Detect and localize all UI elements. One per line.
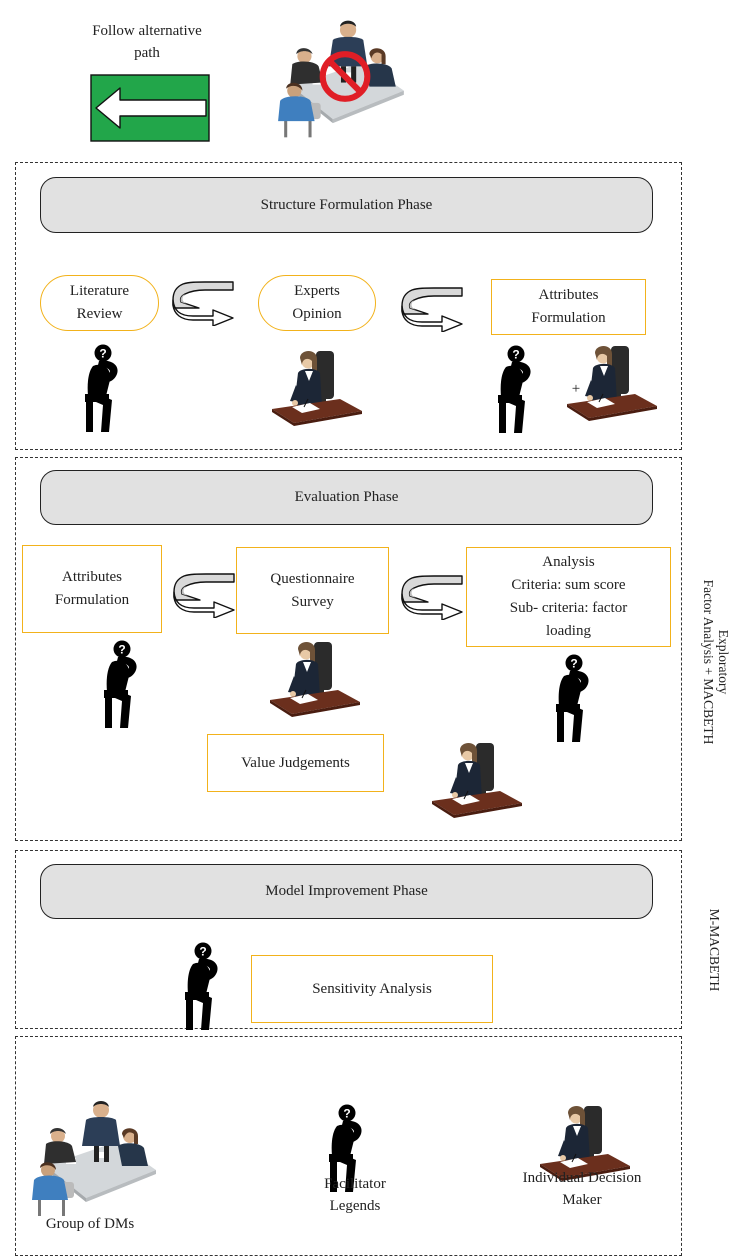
facilitator-icon: [185, 942, 218, 1030]
improvement-phase-title: Model Improvement Phase: [40, 864, 653, 919]
legend-group-label: Group of DMs: [45, 1216, 135, 1232]
evaluation-phase-title: Evaluation Phase: [40, 470, 653, 525]
facilitator-icon: [498, 345, 531, 433]
questionnaire-survey-box: Questionnaire Survey: [236, 547, 389, 634]
side-label-improvement: M-MACBETH: [707, 908, 722, 992]
structure-phase-title: Structure Formulation Phase: [40, 177, 653, 233]
no-group-icon: [278, 20, 404, 138]
facilitator-icon: [556, 654, 589, 742]
evaluation-phase-section: [15, 457, 682, 841]
legend-facilitator-label: Facilitator Legends: [324, 1176, 386, 1214]
legend-individual-label: Individual Decision Maker: [522, 1170, 642, 1208]
attributes-formulation-box: Attributes Formulation: [491, 279, 646, 335]
decision-maker-icon: [567, 345, 657, 422]
curved-arrow-icon: [401, 575, 463, 620]
curved-arrow-icon: [172, 281, 234, 326]
attributes-formulation-eval-box: Attributes Formulation: [22, 545, 162, 633]
decision-maker-icon: [432, 742, 522, 819]
experts-opinion-box: Experts Opinion: [258, 275, 376, 331]
analysis-box: Analysis Criteria: sum score Sub- criter…: [466, 547, 671, 647]
sensitivity-analysis-box: Sensitivity Analysis: [251, 955, 493, 1023]
alternative-path-label: Follow alternative path: [92, 23, 202, 61]
improvement-phase-section: [15, 850, 682, 1029]
curved-arrow-icon: [173, 573, 235, 618]
literature-review-box: Literature Review: [40, 275, 159, 331]
facilitator-icon: [104, 640, 137, 728]
side-label-evaluation: Exploratory Factor Analysis + MACBETH: [701, 579, 731, 745]
group-meeting-icon: [32, 1101, 156, 1216]
decision-maker-icon: [270, 641, 360, 718]
decision-maker-icon: [272, 350, 362, 427]
value-judgements-box: Value Judgements: [207, 734, 384, 792]
plus-sign: +: [571, 381, 581, 397]
green-left-arrow-icon: [90, 74, 210, 142]
facilitator-icon: [85, 344, 118, 432]
curved-arrow-icon: [401, 287, 463, 332]
structure-phase-section: [15, 162, 682, 450]
